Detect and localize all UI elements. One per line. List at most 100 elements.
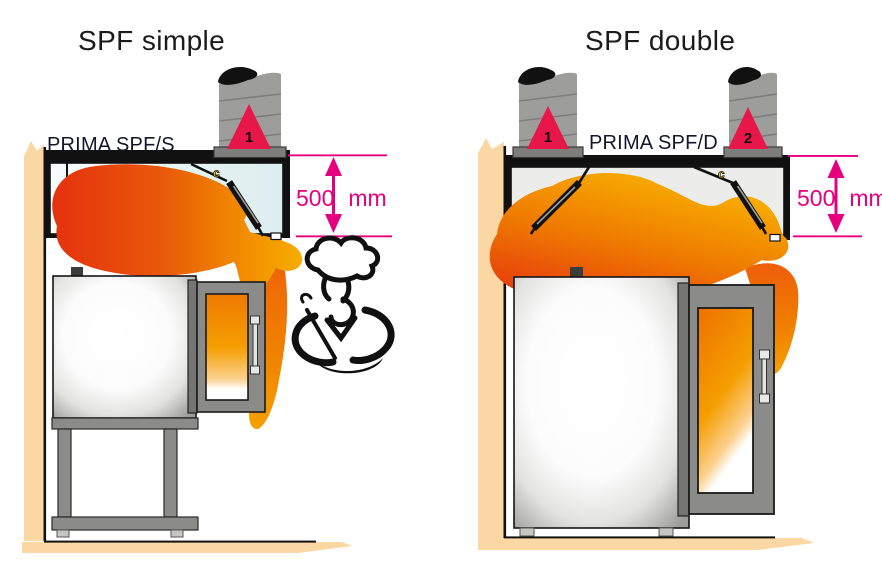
chef-apron: [324, 315, 358, 343]
panel-title-spf-double: SPF double: [585, 25, 736, 56]
dimension-arrowhead-up: [325, 157, 342, 176]
door-handle-cap: [759, 349, 770, 360]
chef-neck: [328, 296, 356, 328]
stand-leg: [163, 428, 178, 518]
dimension-top-line: [788, 155, 858, 157]
dimension-top-line: [288, 154, 387, 157]
duct-cap: [218, 67, 258, 85]
hood-right-border: [783, 165, 790, 240]
chef-hat: [304, 235, 381, 283]
hinge-c-icon: c: [718, 167, 725, 181]
wall-edge-line: [43, 147, 47, 541]
chef-spoon: [305, 308, 337, 360]
chef-bowl: [315, 358, 383, 374]
filter-panel: [730, 180, 766, 230]
duct-cap: [728, 67, 761, 85]
dimension-value: 500: [296, 185, 335, 211]
filter-panel-ridge: [536, 186, 576, 225]
stand-bottom-rail: [51, 516, 199, 531]
grease-filter-right: c: [693, 165, 768, 235]
panel-spf-double: c: [478, 67, 862, 550]
door-handle-cap: [250, 315, 260, 325]
chef-right-arm: [349, 306, 395, 364]
filter-panel-ridge: [232, 185, 259, 224]
hood-left-border: [45, 161, 51, 238]
door-handle-bar: [761, 355, 767, 399]
chef-illustration: [291, 235, 395, 374]
stand-leg: [57, 428, 72, 518]
dimension-500mm: [788, 155, 862, 238]
grease-filter-left: [529, 166, 591, 235]
wall-edge-line: [503, 146, 507, 538]
stand-top-plate: [51, 417, 199, 430]
oven-body: [52, 275, 197, 419]
oven: [513, 267, 775, 537]
dimension-unit: mm: [348, 185, 387, 211]
exhaust-duct-2: [723, 67, 783, 159]
oven-foot: [519, 527, 535, 537]
hood-left-border: [505, 165, 512, 240]
oven-top-knob: [71, 267, 83, 276]
dimension-unit: mm: [849, 185, 882, 211]
chef-hat-band: [321, 276, 332, 302]
hinge-c-icon: c: [213, 166, 220, 180]
dimension-arrowhead-down: [827, 214, 845, 233]
oven-top-knob: [570, 267, 583, 277]
panel-spf-simple: c: [22, 67, 395, 553]
wall: [24, 141, 44, 541]
wall: [478, 138, 504, 538]
filter-support-rod: [190, 162, 228, 183]
outlet-number: 1: [244, 129, 254, 146]
dimension-arrowhead-down: [325, 214, 342, 233]
dimension-value: 500: [797, 185, 836, 211]
filter-lower-rod: [529, 225, 538, 235]
exhaust-duct: [213, 67, 287, 159]
floor-line: [44, 540, 316, 543]
grease-filter: c: [190, 162, 265, 237]
stand-foot: [170, 529, 184, 538]
oven: [51, 267, 266, 538]
filter-panel-ridge: [736, 185, 763, 224]
filter-support-rod: [693, 165, 734, 185]
outlet-marker-triangle: [227, 104, 271, 149]
dimension-bottom-line: [296, 235, 392, 238]
outlet-marker-triangle: [728, 107, 768, 149]
door-hinge-strip: [677, 282, 690, 517]
door-handle-bar: [252, 321, 258, 369]
panel-title-spf-simple: SPF simple: [78, 25, 226, 56]
door-handle-cap: [250, 365, 260, 375]
filter-lower-rod: [255, 224, 265, 237]
door-window: [205, 293, 249, 401]
floor: [22, 542, 352, 553]
door-hinge-strip: [187, 279, 198, 414]
outlet-number: 1: [543, 129, 553, 146]
duct-seam: [518, 93, 578, 102]
duct-seam: [218, 93, 282, 102]
outlet-number: 2: [743, 130, 753, 147]
door-window: [697, 307, 754, 494]
floor: [478, 538, 814, 550]
hood-right-border: [283, 161, 290, 238]
dimension-500mm: [288, 154, 392, 238]
door-handle-cap: [759, 393, 770, 404]
stand-foot: [56, 529, 70, 538]
filter-support-rod: [577, 166, 591, 184]
chef-spoon-head: [300, 292, 313, 304]
exhaust-duct-1: [512, 67, 584, 159]
hood-model-label: PRIMA SPF/S: [47, 134, 175, 156]
floor-line: [504, 536, 775, 539]
dimension-bottom-line: [793, 235, 862, 238]
oven-body: [513, 276, 690, 529]
hood-end-cap: [270, 232, 282, 241]
flame-hood-blob: [489, 172, 789, 302]
outlet-marker-triangle: [527, 106, 569, 149]
dimension-label: 500 mm: [797, 185, 882, 212]
hood-model-label: PRIMA SPF/D: [589, 132, 718, 154]
oven-foot: [658, 527, 674, 537]
dimension-arrowhead-up: [827, 159, 845, 178]
duct-cap: [518, 67, 556, 85]
filter-lower-rod: [759, 224, 768, 235]
chef-left-arm: [291, 312, 337, 367]
